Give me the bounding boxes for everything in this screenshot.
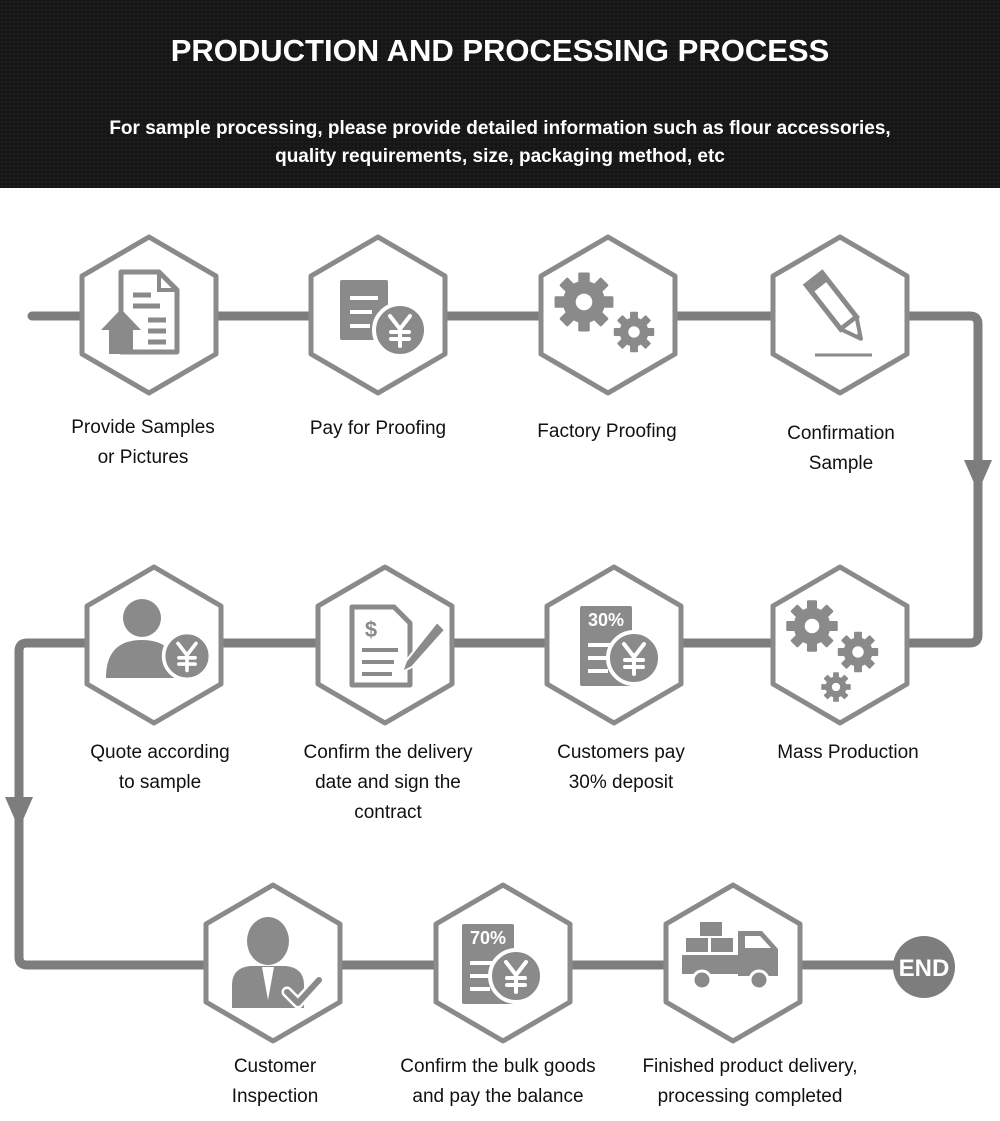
hexagon-step-5 — [770, 564, 910, 726]
deposit-badge-30: 30% — [588, 610, 624, 630]
step-8-label: Quote according to sample — [90, 742, 230, 793]
step-3-label: Factory Proofing — [537, 421, 677, 442]
subtitle-line-1: For sample processing, please provide de… — [109, 118, 891, 139]
deposit-30-yen-icon: 30% — [580, 606, 662, 686]
svg-text:$: $ — [365, 617, 377, 642]
subtitle-line-2: quality requirements, size, packaging me… — [275, 146, 725, 167]
down-arrow-left — [5, 797, 33, 829]
step-7-label: Confirm the delivery date and sign the c… — [303, 742, 473, 823]
balance-badge-70: 70% — [470, 928, 506, 948]
step-10-label: Confirm the bulk goods and pay the balan… — [400, 1056, 596, 1107]
step-1-label: Provide Samples or Pictures — [71, 417, 215, 468]
page-title: PRODUCTION AND PROCESSING PROCESS — [170, 33, 830, 68]
step-2-label: Pay for Proofing — [309, 418, 447, 439]
down-arrow-right — [964, 460, 992, 492]
pencil-icon — [802, 269, 872, 357]
person-yen-icon — [106, 599, 213, 682]
contract-sign-icon: $ — [349, 604, 446, 688]
end-label: END — [899, 955, 950, 982]
step-5-label: Mass Production — [777, 742, 919, 763]
end-circle — [893, 936, 955, 998]
flow-connector — [14, 311, 983, 970]
step-6-label: Customers pay 30% deposit — [557, 742, 685, 793]
step-9-label: Customer Inspection — [231, 1056, 319, 1107]
hexagon-step-3 — [538, 234, 678, 396]
step-hexagons — [79, 234, 910, 1044]
document-upload-icon — [101, 269, 180, 355]
header-banner: PRODUCTION AND PROCESSING PROCESS For sa… — [0, 0, 1000, 188]
step-4-label: Confirmation Sample — [787, 423, 895, 474]
inspector-check-icon — [232, 917, 325, 1009]
delivery-truck-icon — [682, 922, 778, 991]
balance-70-yen-icon: 70% — [462, 924, 544, 1004]
invoice-yen-icon — [340, 280, 428, 358]
step-11-label: Finished product delivery, processing co… — [642, 1056, 858, 1107]
